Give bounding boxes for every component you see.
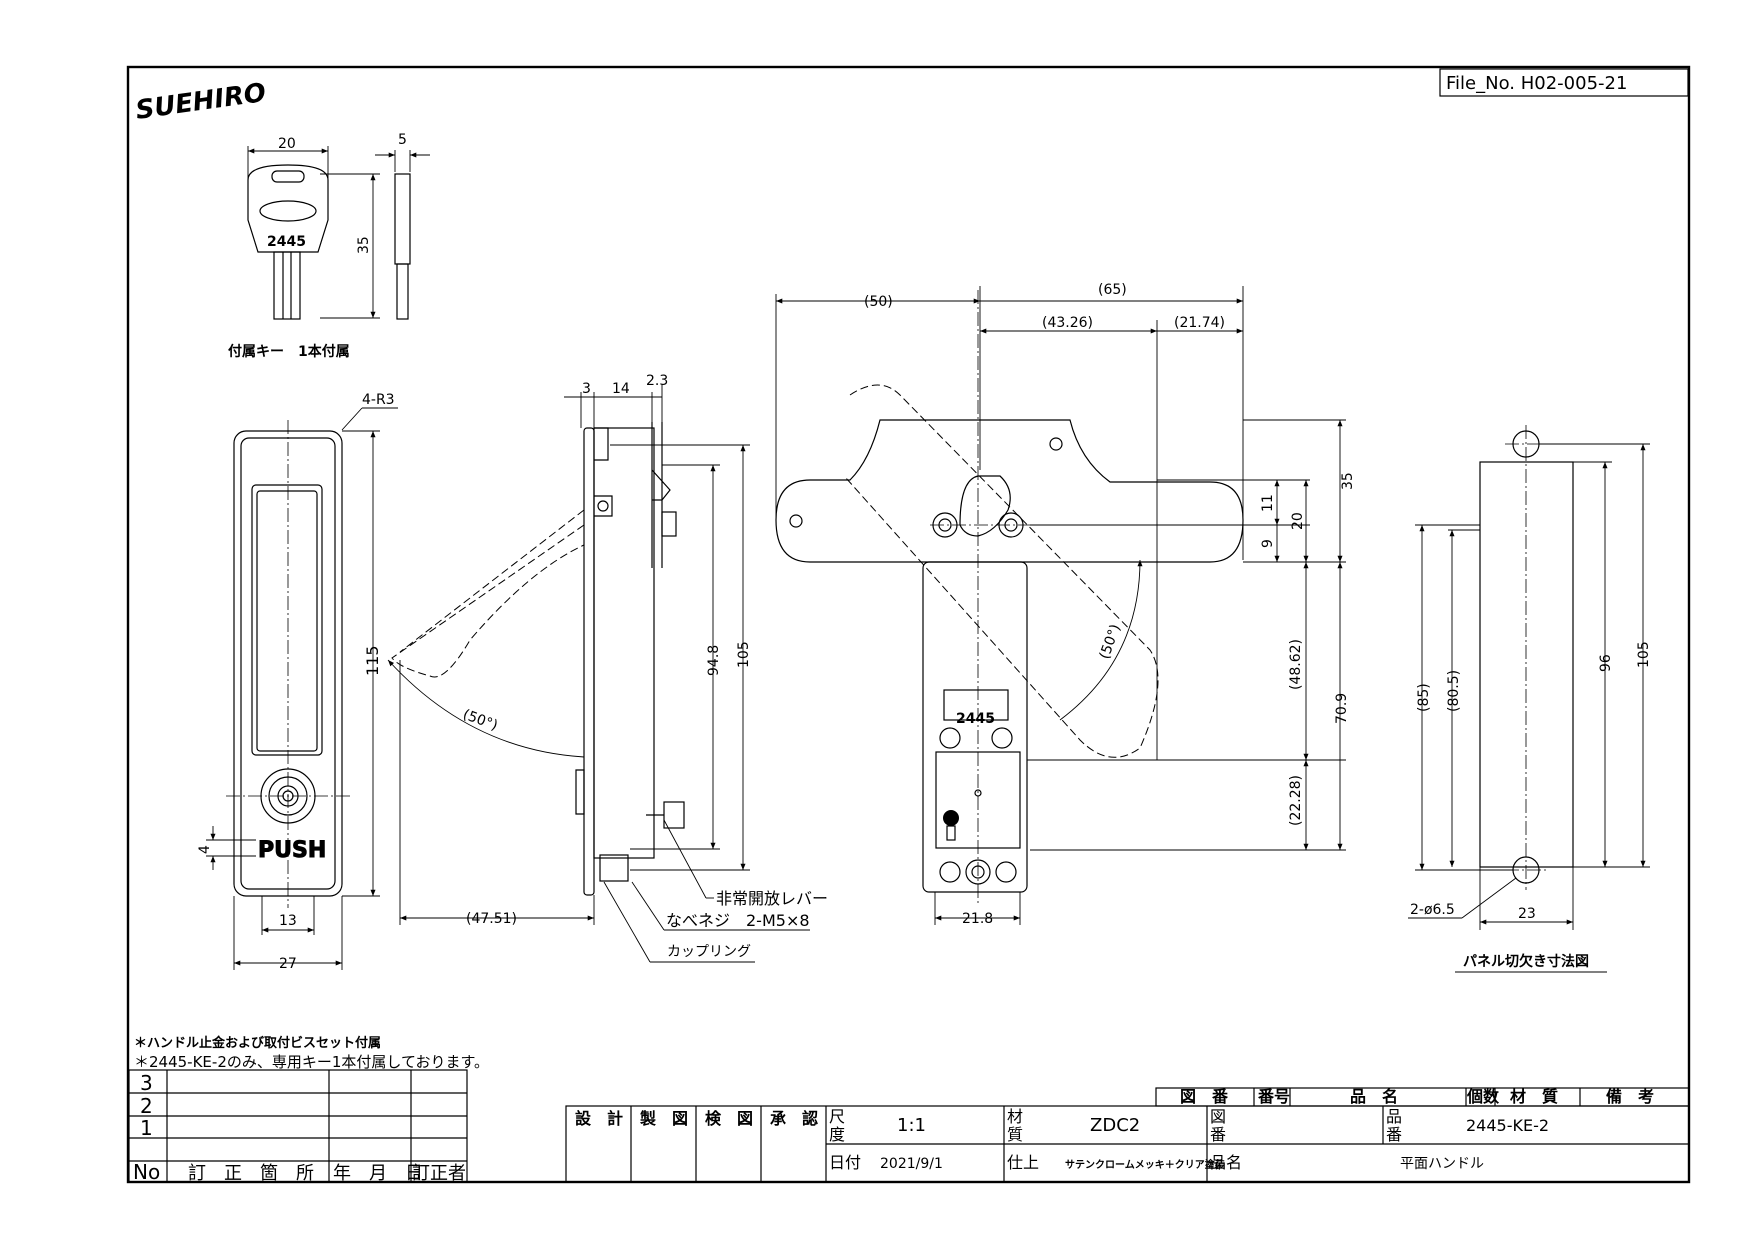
scale-value: 1:1: [897, 1115, 926, 1136]
rear-dim-35: 35: [1340, 472, 1356, 490]
date-value: 2021/9/1: [880, 1156, 943, 1172]
rear-dim-48-62: (48.62): [1288, 639, 1304, 690]
revision-header-editor: 訂正者: [412, 1163, 466, 1184]
rear-dim-65: (65): [1098, 282, 1127, 298]
part-no-label-2: 番: [1386, 1125, 1402, 1144]
material-label-2: 質: [1007, 1125, 1023, 1144]
rear-dim-43-26: (43.26): [1042, 315, 1093, 331]
panel-hole-note: 2-ø6.5: [1410, 902, 1455, 918]
key-width-dim: 20: [278, 136, 296, 152]
file-number-box: File_No. H02-005-21: [1439, 68, 1689, 97]
parts-header-qty: 個数: [1466, 1087, 1500, 1106]
date-label: 日付: [829, 1153, 861, 1172]
coupling-label: カップリング: [667, 944, 751, 960]
key-thickness-dim: 5: [398, 132, 407, 148]
approval-drafting: 製 図: [639, 1109, 688, 1128]
radius-note: 4-R3: [362, 392, 395, 408]
parts-header-number: 番号: [1257, 1087, 1290, 1106]
approval-check: 検 図: [705, 1109, 753, 1128]
panel-dim-96: 96: [1598, 654, 1614, 672]
revision-row-1: 1: [140, 1116, 153, 1140]
side-dim-105: 105: [736, 641, 752, 668]
panel-dim-80-5: (80.5): [1446, 670, 1462, 712]
parts-header-name: 品 名: [1350, 1087, 1398, 1106]
material-value: ZDC2: [1090, 1115, 1140, 1136]
side-view: 3 14 2.3 (50°) 94.8 105: [387, 373, 828, 963]
rear-dim-22-28: (22.28): [1288, 775, 1304, 826]
push-height-dim: 4: [197, 845, 213, 854]
title-block: 設 計 製 図 検 図 承 認 尺 度 1:1 材 質 ZDC2 図 番 品 番…: [565, 1105, 1690, 1183]
part-no-value: 2445-KE-2: [1466, 1116, 1549, 1135]
key-height-dim: 35: [356, 236, 372, 254]
svg-text:SUEHIRO: SUEHIRO: [134, 78, 268, 126]
front-height-dim: 115: [363, 645, 382, 676]
side-dim-14: 14: [612, 381, 630, 397]
side-dim-2-3: 2.3: [646, 373, 668, 389]
panel-dim-105: 105: [1636, 641, 1652, 668]
parts-header-drawing-no: 図 番: [1180, 1087, 1229, 1106]
approval-approve: 承 認: [770, 1109, 818, 1128]
scale-label-2: 度: [829, 1125, 845, 1144]
panel-dim-85: (85): [1416, 683, 1432, 712]
note-1: ＊ハンドル止金および取付ビスセット付属: [134, 1035, 381, 1051]
parts-header-material: 材 質: [1510, 1087, 1558, 1106]
rear-angle: (50°): [1097, 622, 1124, 661]
side-dim-47-51: (47.51): [466, 911, 517, 927]
name-value: 平面ハンドル: [1400, 1156, 1484, 1172]
front-view: PUSH 4-R3 115 4 13 27: [197, 392, 398, 972]
file-number: File_No. H02-005-21: [1446, 73, 1627, 94]
approval-design: 設 計: [575, 1109, 623, 1128]
parts-list-header: 図 番 番号 品 名 個数 材 質 備 考: [1155, 1087, 1690, 1107]
revision-table: 3 2 1 No 訂 正 箇 所 年 月 日 訂正者: [128, 1069, 468, 1184]
lever-label: 非常開放レバー: [716, 889, 828, 908]
scale-label: 尺: [829, 1107, 845, 1126]
revision-row-3: 3: [140, 1071, 153, 1095]
rear-dim-21-8: 21.8: [962, 911, 993, 927]
handle-width-dim: 13: [279, 913, 297, 929]
rear-plate-number: 2445: [956, 711, 995, 727]
rear-dim-70-9: 70.9: [1334, 693, 1350, 724]
finish-label: 仕上: [1007, 1153, 1039, 1172]
screw-label: なべネジ 2-M5×8: [666, 911, 810, 930]
revision-header-date: 年 月 日: [333, 1163, 423, 1184]
side-dim-94-8: 94.8: [706, 645, 722, 676]
revision-header-no: No: [133, 1160, 160, 1184]
material-label: 材: [1007, 1107, 1023, 1126]
suehiro-logo: SUEHIRO: [134, 78, 268, 126]
front-width-dim: 27: [279, 956, 297, 972]
drawing-no-label: 図: [1210, 1107, 1226, 1126]
revision-header-location: 訂 正 箇 所: [188, 1163, 314, 1184]
rear-dim-50: (50): [864, 294, 893, 310]
key-view: 20 2445 35 5 付属キー 1本付属: [228, 132, 430, 360]
note-2: ＊2445-KE-2のみ、専用キー1本付属しております。: [134, 1053, 489, 1071]
revision-row-2: 2: [140, 1094, 153, 1118]
side-dim-3: 3: [582, 381, 591, 397]
drawing-border: [126, 65, 1691, 1184]
key-caption: 付属キー 1本付属: [228, 343, 350, 360]
part-no-label: 品: [1386, 1107, 1402, 1126]
drawing-no-label-2: 番: [1210, 1125, 1226, 1144]
push-label: PUSH: [258, 838, 326, 863]
finish-value: サテンクロームメッキ＋クリア塗装: [1065, 1158, 1225, 1171]
panel-cutout-view: (85) (80.5) 96 105 23 2-ø6.5 パネル切欠き寸法図: [1408, 425, 1652, 973]
parts-header-remarks: 備 考: [1606, 1087, 1654, 1106]
rear-dim-11: 11: [1260, 494, 1276, 512]
panel-dim-23: 23: [1518, 906, 1536, 922]
name-label: 品名: [1210, 1153, 1242, 1172]
rear-dim-20: 20: [1290, 512, 1306, 530]
panel-caption: パネル切欠き寸法図: [1463, 953, 1589, 970]
rear-view: (50) (65) (43.26) (21.74) 2445: [775, 282, 1356, 927]
key-number: 2445: [267, 234, 306, 250]
rear-dim-21-74: (21.74): [1174, 315, 1225, 331]
rear-dim-9: 9: [1260, 539, 1276, 548]
